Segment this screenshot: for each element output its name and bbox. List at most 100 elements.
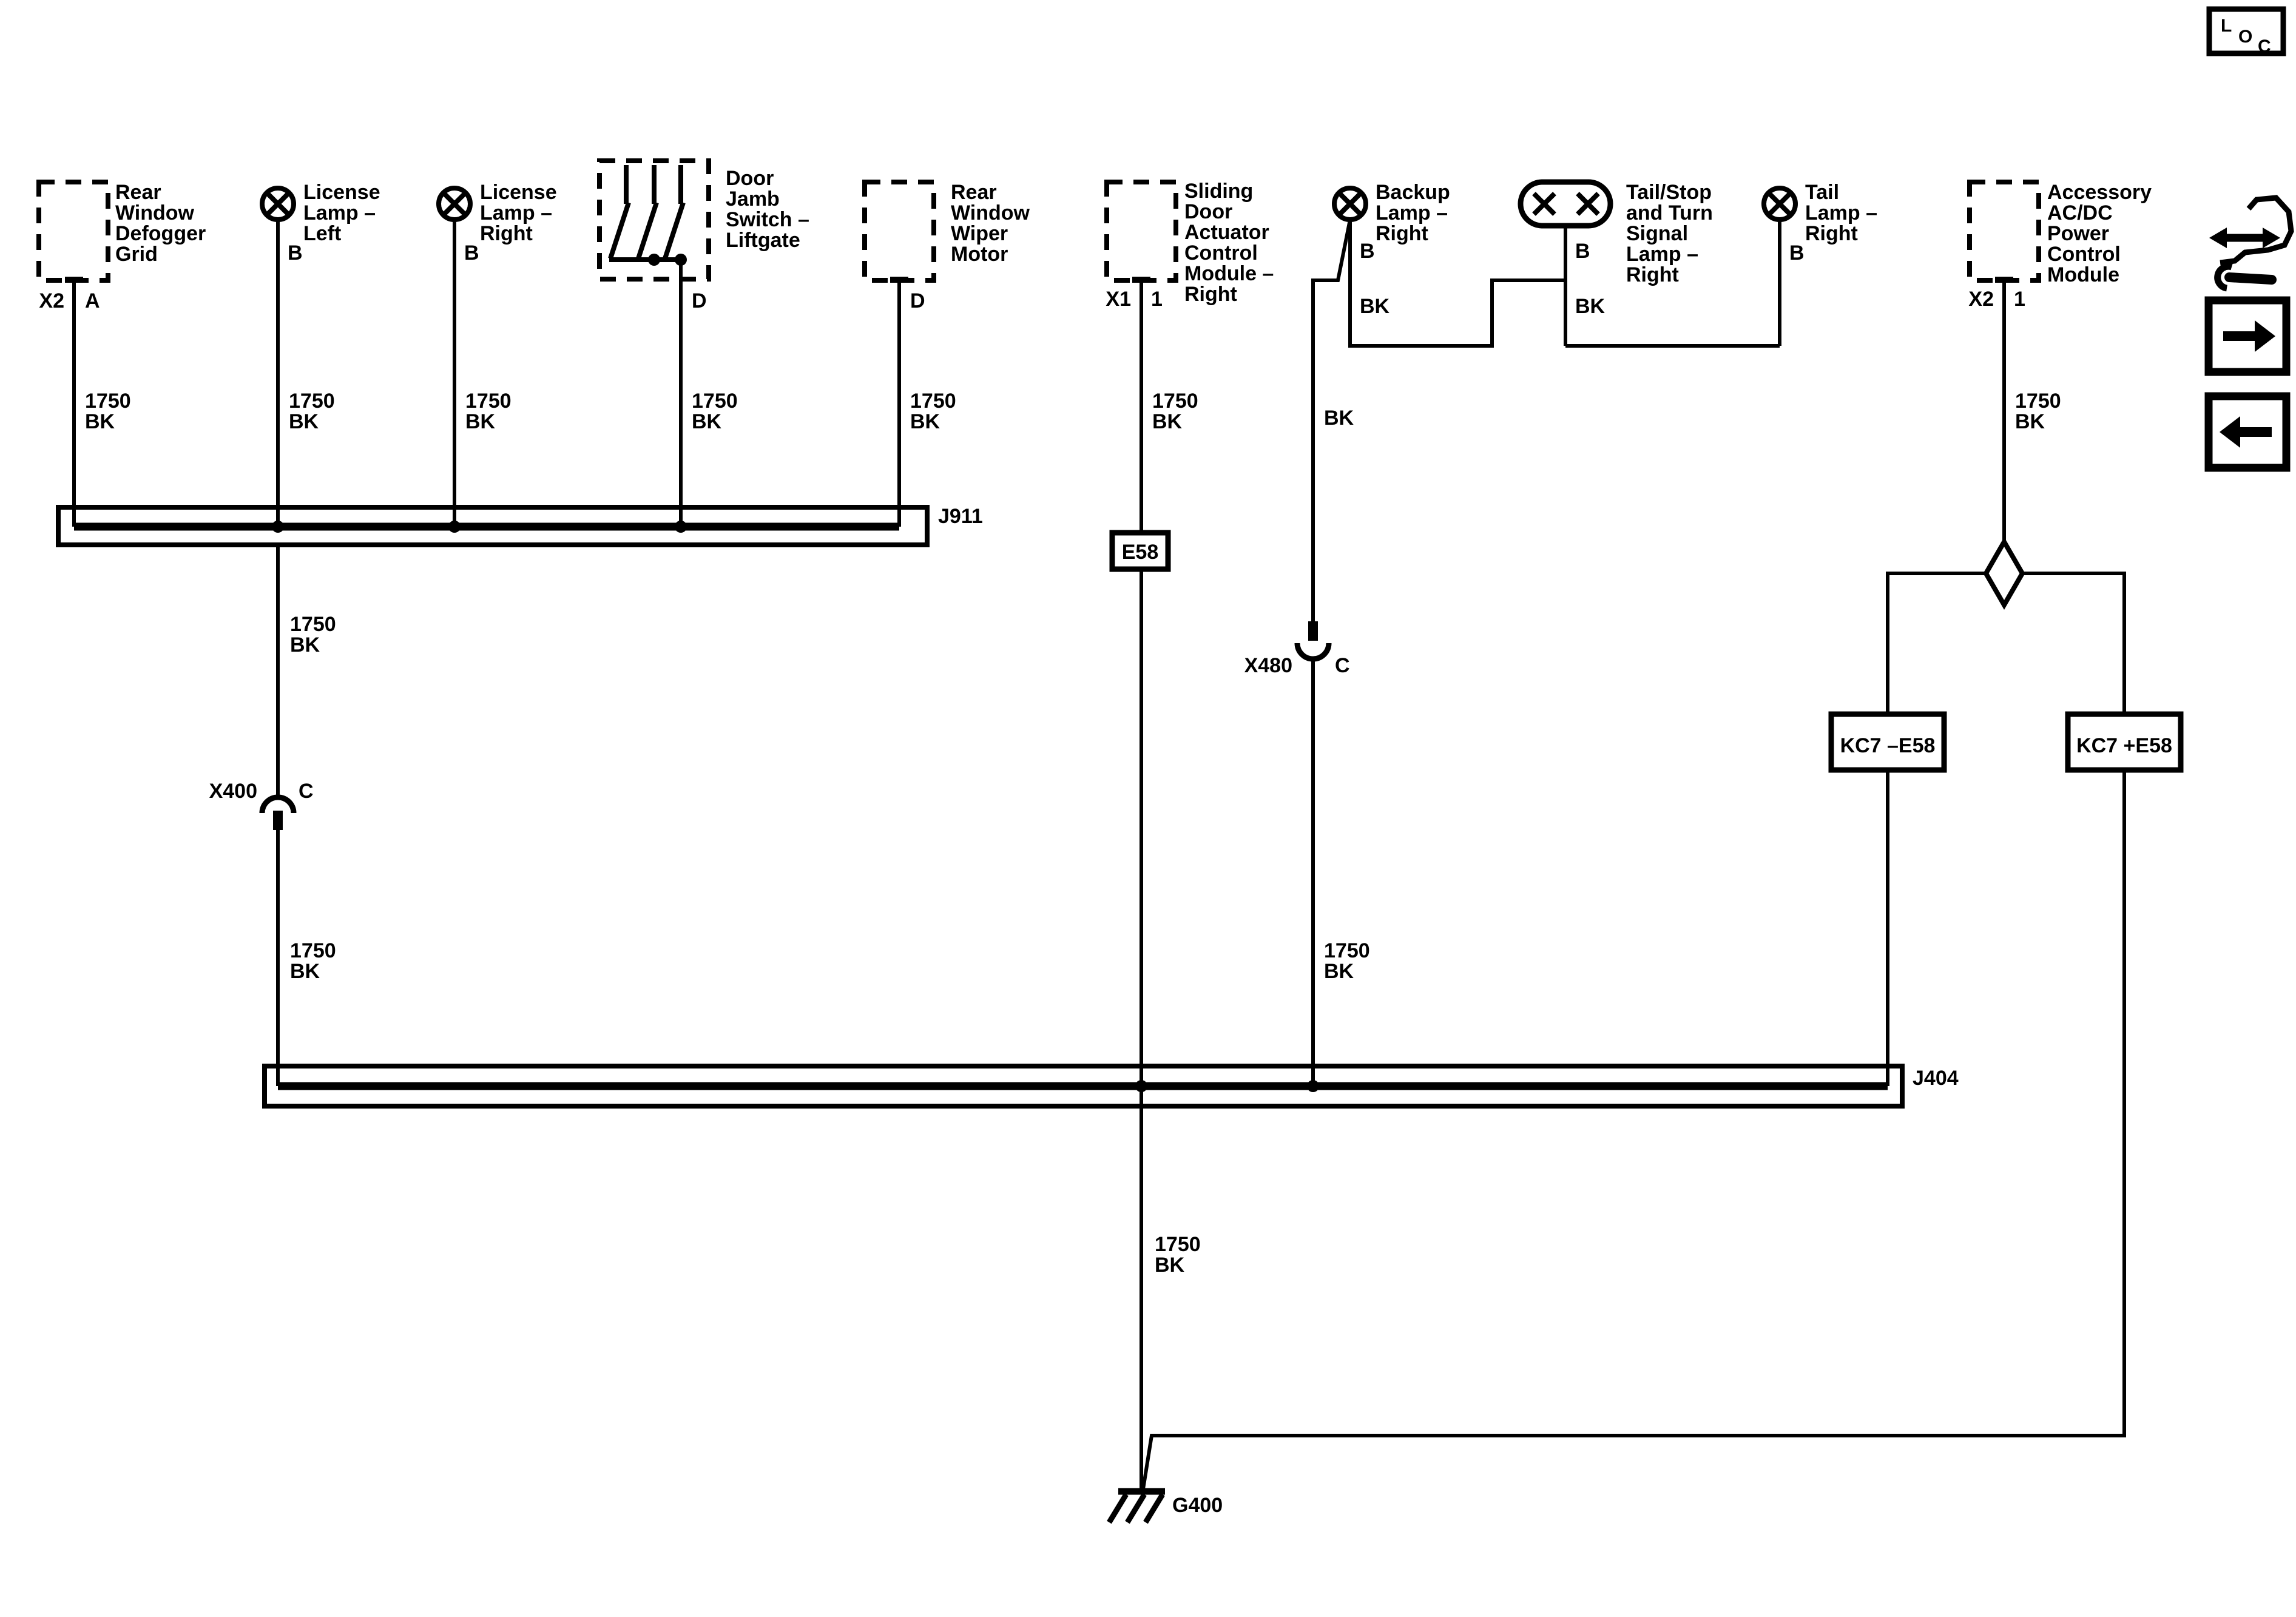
component-rear-window-defogger-grid: Rear Window Defogger Grid X2 A 1750 BK — [36, 180, 206, 527]
wiper-motor-pin-label: D — [910, 289, 925, 312]
wire-color-label: BK — [465, 410, 496, 433]
wire-gauge-label: 1750 — [1155, 1233, 1201, 1256]
junction-dot — [448, 521, 461, 533]
wrench-head — [2214, 263, 2233, 292]
license-right-name-line: License — [480, 181, 557, 204]
component-accessory-acdc-power-control-module: Accessory AC/DC Power Control Module X2 … — [1967, 180, 2152, 544]
wiper-motor-name-line: Rear — [951, 181, 997, 204]
license-right-name-line: Lamp – — [480, 201, 552, 224]
component-license-lamp-left: License Lamp – Left B 1750 BK — [260, 181, 380, 527]
tail-stop-lamp-filament-x-right — [1576, 192, 1600, 216]
loc-box[interactable] — [2206, 6, 2286, 56]
x400-male-terminal-icon — [273, 811, 283, 830]
wrench-handle — [2224, 272, 2277, 285]
sliding-door-connector-label: X1 — [1106, 288, 1131, 311]
x480-male-terminal-icon — [1308, 621, 1318, 641]
ground-symbol-hatch — [1107, 1493, 1129, 1524]
sliding-door-name-line: Actuator — [1184, 221, 1269, 244]
license-right-lamp-filament-x — [442, 191, 467, 217]
defogger-pin-stub — [65, 277, 83, 283]
loc-letter-l: L — [2221, 16, 2232, 36]
door-jamb-switch-blade-1 — [608, 201, 631, 260]
wire-color-label: BK — [290, 960, 320, 983]
door-jamb-switch-blade-2 — [636, 201, 659, 260]
license-right-pin-label: B — [464, 241, 479, 265]
tail-lamp-name-line: Lamp – — [1805, 201, 1877, 224]
next-page-button[interactable] — [2204, 296, 2291, 376]
defogger-name-line: Defogger — [115, 222, 206, 245]
wire-gauge-label: 1750 — [1324, 939, 1370, 962]
junction-dot — [272, 521, 284, 533]
sliding-door-name-line: Module – — [1184, 262, 1274, 285]
junction-dot — [1307, 1080, 1319, 1092]
door-jamb-name-line: Jamb — [726, 187, 780, 211]
wire-color-label: BK — [1155, 1254, 1185, 1277]
tail-lamp-name-line: Right — [1805, 222, 1858, 245]
defogger-name-line: Rear — [115, 181, 161, 204]
tail-stop-name-line: Signal — [1626, 222, 1688, 245]
wiper-motor-dashed-box — [862, 180, 936, 283]
wire-gauge-label: 1750 — [910, 390, 956, 413]
e58-label: E58 — [1122, 541, 1159, 564]
sliding-door-dashed-box — [1104, 180, 1178, 283]
wire-gauge-label: 1750 — [85, 390, 131, 413]
backup-lamp-name-line: Lamp – — [1376, 201, 1448, 224]
tail-stop-name-line: Lamp – — [1626, 243, 1698, 266]
g400-label: G400 — [1172, 1494, 1223, 1517]
component-tail-stop-turn-signal-lamp: Tail/Stop and Turn Signal Lamp – Right B… — [1518, 179, 1780, 348]
door-jamb-name-line: Switch – — [726, 208, 809, 231]
ground-symbol-hatch — [1125, 1493, 1147, 1524]
j911-label: J911 — [938, 505, 983, 528]
right-arrow-icon — [2255, 320, 2275, 352]
wire-color-label: BK — [1152, 410, 1183, 433]
loc-indicator[interactable]: L O C — [2206, 6, 2286, 56]
wire-color-label: BK — [1360, 295, 1390, 318]
ground-symbol-hatch — [1143, 1493, 1165, 1524]
connector-x400: X400 C — [209, 780, 314, 830]
wire-gauge-label: 1750 — [2015, 390, 2061, 413]
wire-color-label: BK — [910, 410, 940, 433]
wiper-motor-name-line: Window — [951, 201, 1030, 224]
door-jamb-pin-label: D — [692, 289, 707, 312]
kc7-minus-branch-wire — [1886, 572, 1986, 714]
tail-stop-name-line: Tail/Stop — [1626, 181, 1712, 204]
j404-label: J404 — [1913, 1067, 1959, 1090]
wire-gauge-label: 1750 — [289, 390, 335, 413]
wire-color-label: BK — [290, 633, 320, 657]
left-arrow-icon — [2220, 416, 2240, 448]
tail-lamp-filament-x — [1767, 191, 1792, 217]
component-rear-window-wiper-motor: Rear Window Wiper Motor D 1750 BK — [862, 180, 1030, 527]
sliding-door-pin-label: 1 — [1151, 288, 1163, 311]
previous-page-button[interactable] — [2204, 392, 2291, 472]
junction-dot — [648, 254, 660, 266]
wire-color-label: BK — [1324, 407, 1354, 430]
accessory-connector-label: X2 — [1968, 288, 1994, 311]
sliding-door-name-line: Right — [1184, 283, 1237, 306]
accessory-pin-label: 1 — [2014, 288, 2025, 311]
junction-dot — [675, 521, 687, 533]
kc7-minus-e58-label: KC7 –E58 — [1840, 734, 1936, 757]
backup-lamp-name-line: Backup — [1376, 181, 1450, 204]
splice-diamond-icon — [1983, 536, 2025, 610]
defogger-pin-label: A — [85, 289, 100, 312]
tail-stop-lamp-filament-x-left — [1532, 192, 1556, 216]
wiper-motor-pin-stub — [890, 277, 908, 283]
sliding-door-name-line: Sliding — [1184, 180, 1253, 203]
component-license-lamp-right: License Lamp – Right B 1750 BK — [436, 181, 557, 527]
connector-view-hand-wrench-icon[interactable] — [2209, 195, 2294, 292]
x480-female-half-icon — [1294, 643, 1332, 662]
tail-lamp-pin-label: B — [1789, 241, 1805, 265]
defogger-connector-label: X2 — [39, 289, 64, 312]
wire-color-label: BK — [2015, 410, 2045, 433]
door-jamb-dashed-box — [597, 158, 711, 282]
wire-gauge-label: 1750 — [290, 939, 336, 962]
tail-stop-name-line: and Turn — [1626, 201, 1713, 224]
wire-gauge-label: 1750 — [465, 390, 512, 413]
defogger-dashed-box — [36, 180, 110, 283]
license-left-pin-label: B — [288, 241, 303, 265]
accessory-name-line: AC/DC — [2047, 201, 2113, 224]
defogger-name-line: Grid — [115, 243, 158, 266]
license-left-name-line: Left — [303, 222, 341, 245]
